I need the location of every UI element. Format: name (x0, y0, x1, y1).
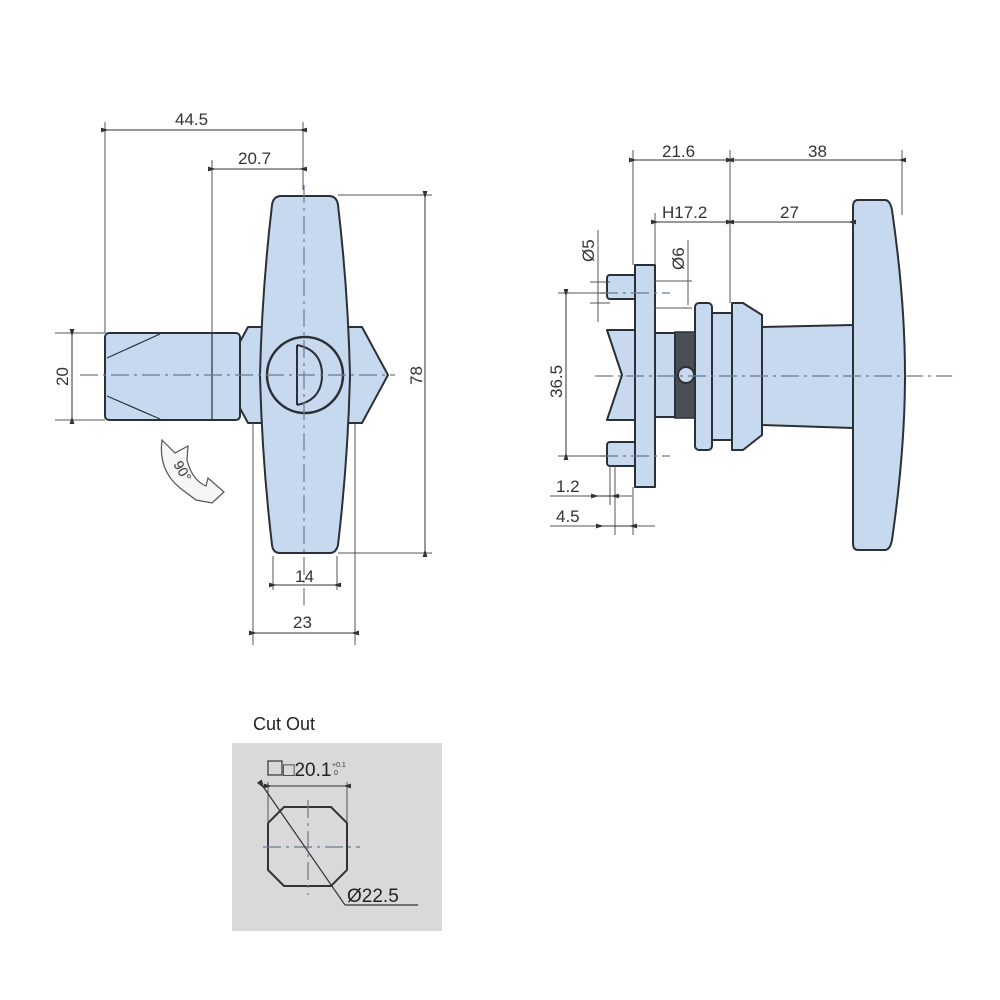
dim-1-2: 1.2 (556, 477, 580, 496)
cutout-octagon (267, 806, 348, 887)
shaft (104, 332, 241, 421)
side-view: 21.6 38 H17.2 27 Ø5 Ø6 36.5 1.2 4.5 (547, 142, 952, 551)
cutout-tolerance-lower: 0 (334, 770, 338, 777)
cutout-panel: Cut Out □20.1 +0.1 0 Ø22.5 (232, 714, 442, 931)
dim-27: 27 (780, 203, 799, 222)
cam (606, 329, 638, 421)
dim-36-5: 36.5 (547, 365, 566, 398)
cutout-square-dim: □20.1 (283, 760, 331, 781)
diameter-leader (256, 779, 346, 906)
cutout-title: Cut Out (253, 714, 315, 734)
cutout-diameter-dim: Ø22.5 (347, 886, 399, 907)
cutout-tolerance-upper: +0.1 (332, 762, 346, 769)
dim-dia-5: Ø5 (579, 239, 598, 262)
dim-78: 78 (407, 366, 426, 385)
dim-14: 14 (295, 567, 314, 586)
dim-dia-6: Ø6 (669, 247, 688, 270)
square-symbol-icon (267, 760, 283, 776)
rotation-arrow-icon: 90° (160, 438, 225, 504)
dim-21-6: 21.6 (662, 142, 695, 161)
ball-detent (677, 366, 695, 384)
housing (654, 332, 676, 418)
cone-ring (731, 302, 763, 451)
stud-bottom (606, 441, 638, 467)
dim-h17-2: H17.2 (662, 203, 707, 222)
shaft-bevel-line (106, 333, 161, 359)
dim-44-5: 44.5 (175, 110, 208, 129)
handle-grip (852, 199, 906, 551)
shaft-bevel-line (106, 395, 161, 420)
dim-4-5: 4.5 (556, 507, 580, 526)
dim-38: 38 (808, 142, 827, 161)
dim-23: 23 (293, 613, 312, 632)
front-view: 90° 44.5 20.7 78 20 14 23 (53, 110, 432, 645)
dim-20: 20 (53, 367, 72, 386)
dim-20-7: 20.7 (238, 149, 271, 168)
stud-top (606, 274, 638, 300)
